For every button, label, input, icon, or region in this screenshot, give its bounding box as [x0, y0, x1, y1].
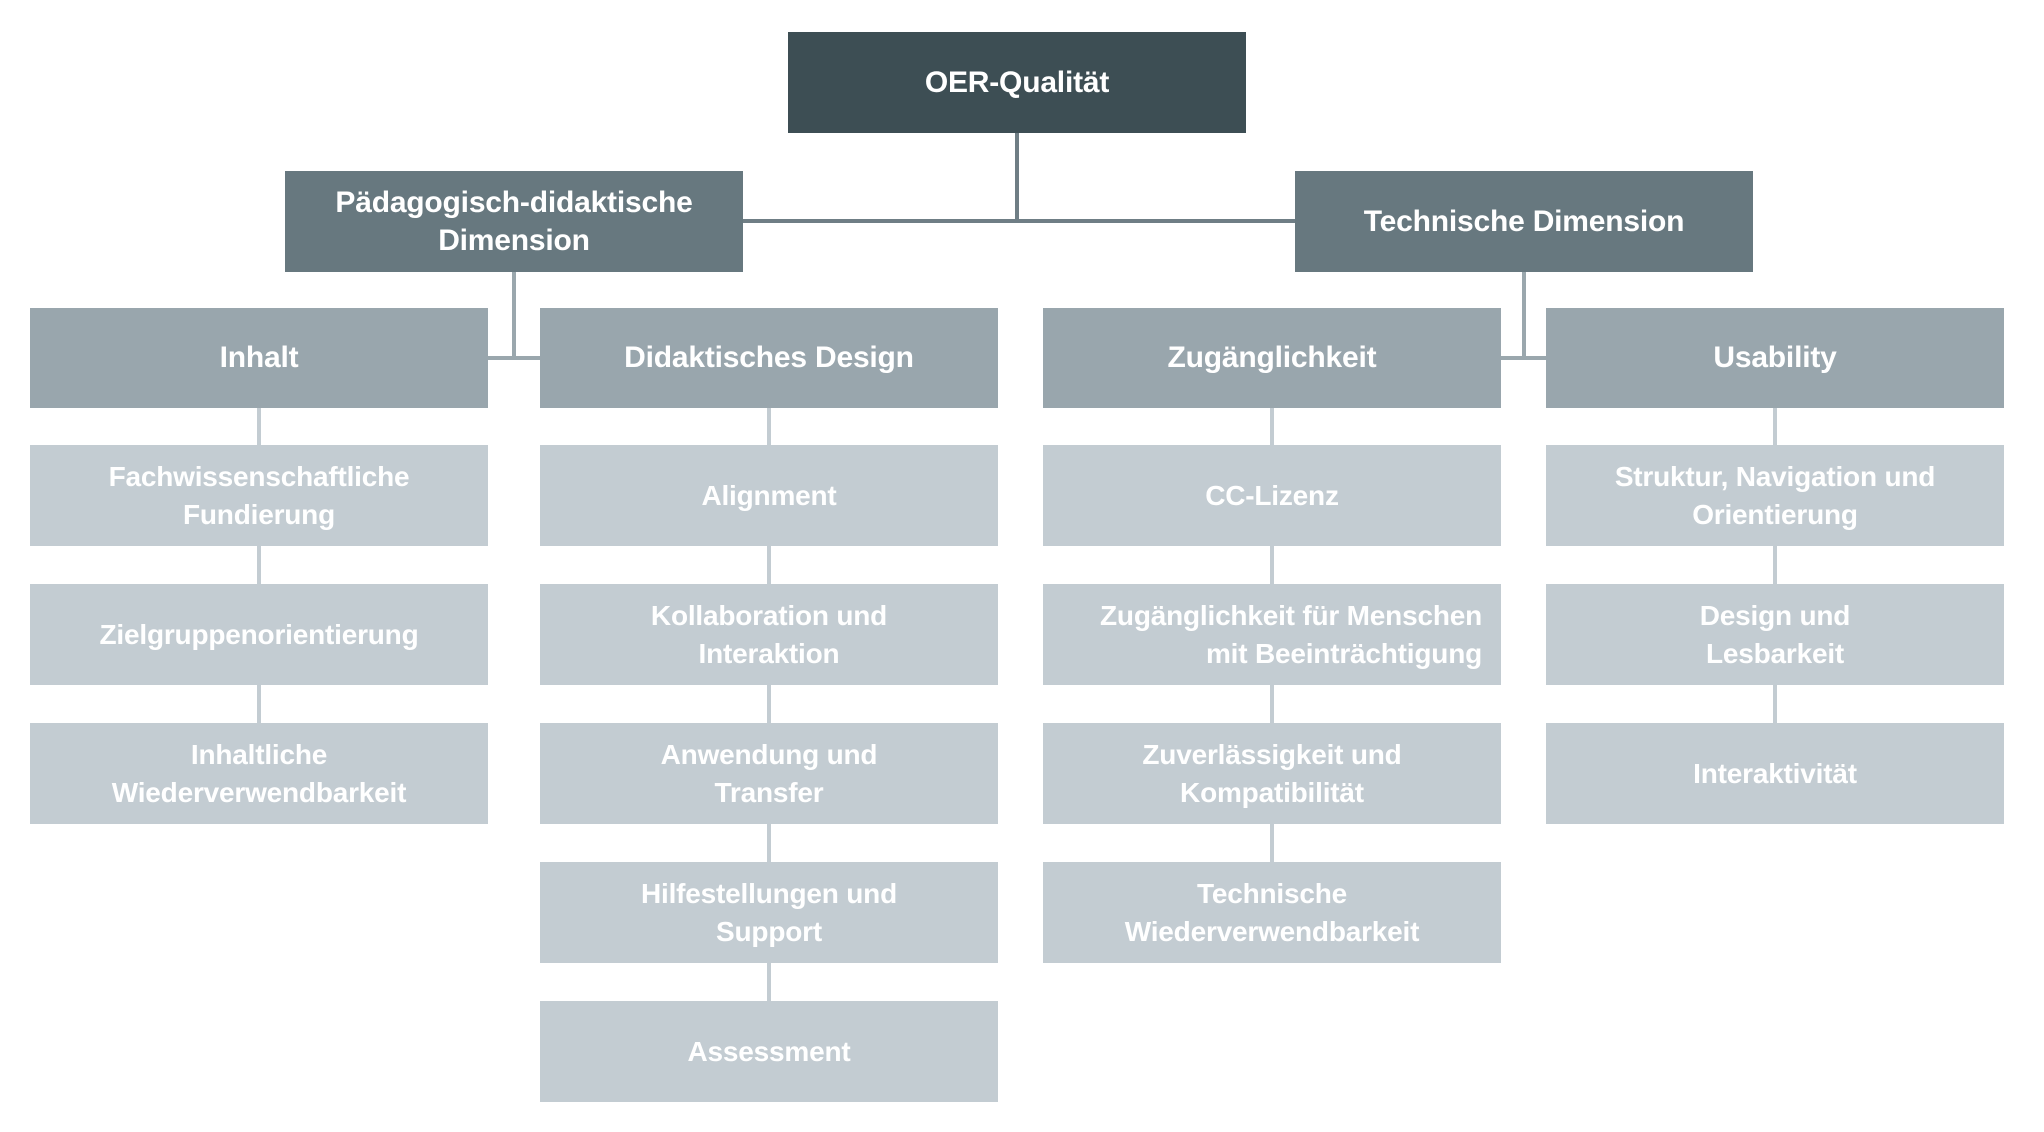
- node-cc-lizenz: CC-Lizenz: [1043, 445, 1501, 546]
- connector-root-crossbar: [743, 219, 1295, 223]
- node-inhalt: Inhalt: [30, 308, 488, 408]
- node-zugaenglichkeit-fuer-menschen-mit-beeintraechtigung: Zugänglichkeit für Menschen mit Beeinträ…: [1043, 584, 1501, 685]
- node-kollaboration-und-interaktion: Kollaboration und Interaktion: [540, 584, 998, 685]
- connector-col2-seg1: [767, 408, 771, 445]
- connector-col4-seg1: [1773, 408, 1777, 445]
- connector-col2-seg4: [767, 824, 771, 862]
- connector-col3-seg4: [1270, 824, 1274, 862]
- node-design-und-lesbarkeit: Design und Lesbarkeit: [1546, 584, 2004, 685]
- connector-technische-crossbar: [1501, 356, 1546, 360]
- node-technische-wiederverwendbarkeit: Technische Wiederverwendbarkeit: [1043, 862, 1501, 963]
- node-oer-qualitaet: OER-Qualität: [788, 32, 1246, 133]
- node-interaktivitaet: Interaktivität: [1546, 723, 2004, 824]
- connector-col3-seg2: [1270, 546, 1274, 584]
- node-struktur-navigation-und-orientierung: Struktur, Navigation und Orientierung: [1546, 445, 2004, 546]
- node-technische-dimension: Technische Dimension: [1295, 171, 1753, 272]
- connector-col1-seg3: [257, 685, 261, 723]
- node-paedagogisch-didaktische-dimension: Pädagogisch-didaktische Dimension: [285, 171, 743, 272]
- node-hilfestellungen-und-support: Hilfestellungen und Support: [540, 862, 998, 963]
- node-anwendung-und-transfer: Anwendung und Transfer: [540, 723, 998, 824]
- node-inhaltliche-wiederverwendbarkeit: Inhaltliche Wiederverwendbarkeit: [30, 723, 488, 824]
- connector-col1-seg1: [257, 408, 261, 445]
- connector-col2-seg2: [767, 546, 771, 584]
- connector-paedagogisch-drop: [512, 272, 516, 360]
- connector-col1-seg2: [257, 546, 261, 584]
- connector-paedagogisch-crossbar: [488, 356, 540, 360]
- node-zugaenglichkeit: Zugänglichkeit: [1043, 308, 1501, 408]
- node-fachwissenschaftliche-fundierung: Fachwissenschaftliche Fundierung: [30, 445, 488, 546]
- connector-col4-seg3: [1773, 685, 1777, 723]
- node-zuverlaessigkeit-und-kompatibilitaet: Zuverlässigkeit und Kompatibilität: [1043, 723, 1501, 824]
- node-didaktisches-design: Didaktisches Design: [540, 308, 998, 408]
- connector-technische-drop: [1522, 272, 1526, 360]
- connector-col2-seg3: [767, 685, 771, 723]
- node-alignment: Alignment: [540, 445, 998, 546]
- node-usability: Usability: [1546, 308, 2004, 408]
- connector-col3-seg3: [1270, 685, 1274, 723]
- connector-root-drop: [1015, 133, 1019, 223]
- connector-col3-seg1: [1270, 408, 1274, 445]
- connector-col4-seg2: [1773, 546, 1777, 584]
- node-assessment: Assessment: [540, 1001, 998, 1102]
- node-zielgruppenorientierung: Zielgruppenorientierung: [30, 584, 488, 685]
- connector-col2-seg5: [767, 963, 771, 1001]
